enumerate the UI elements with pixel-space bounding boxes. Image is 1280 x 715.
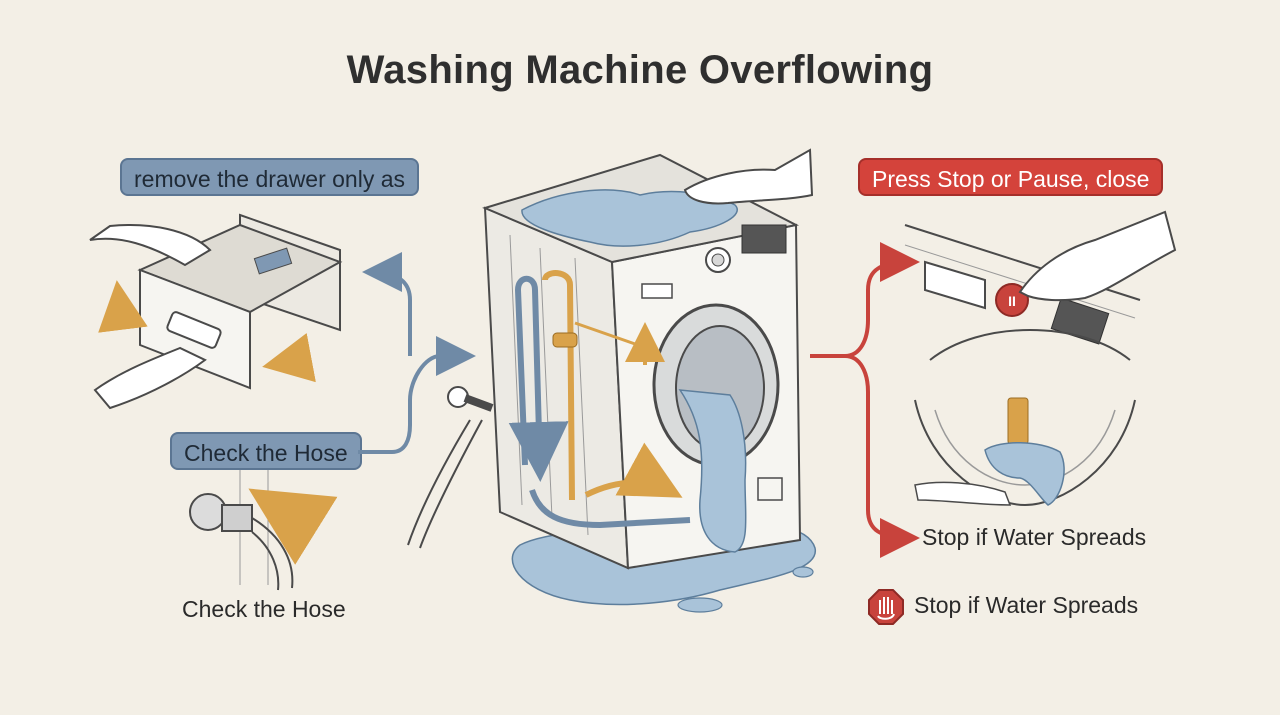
drawer-icon [89,213,343,410]
hose-icon [407,386,494,549]
hand-icon [683,148,814,205]
svg-text:II: II [1008,293,1016,309]
drawer-label: remove the drawer only as [120,158,420,196]
hand-icon [914,481,1012,506]
control-panel-closeup: II [904,210,1177,345]
drum-closeup [914,329,1136,507]
spread-label-arrow: Stop if Water Spreads [922,524,1147,550]
right-connector-arrows [810,242,920,558]
hose-label-plain: Check the Hose [182,596,346,622]
washing-machine-icon [482,148,814,570]
spread-label-icon: Stop if Water Spreads [914,592,1139,618]
hose-icon [189,470,338,591]
hand-icon [1018,210,1177,302]
hand-icon [89,224,212,267]
stop-pause-label: Press Stop or Pause, close [858,158,1164,196]
page-title: Washing Machine Overflowing [346,48,934,92]
stop-hand-icon [868,589,904,625]
left-connector-arrows [358,252,476,454]
hand-icon [93,346,207,410]
